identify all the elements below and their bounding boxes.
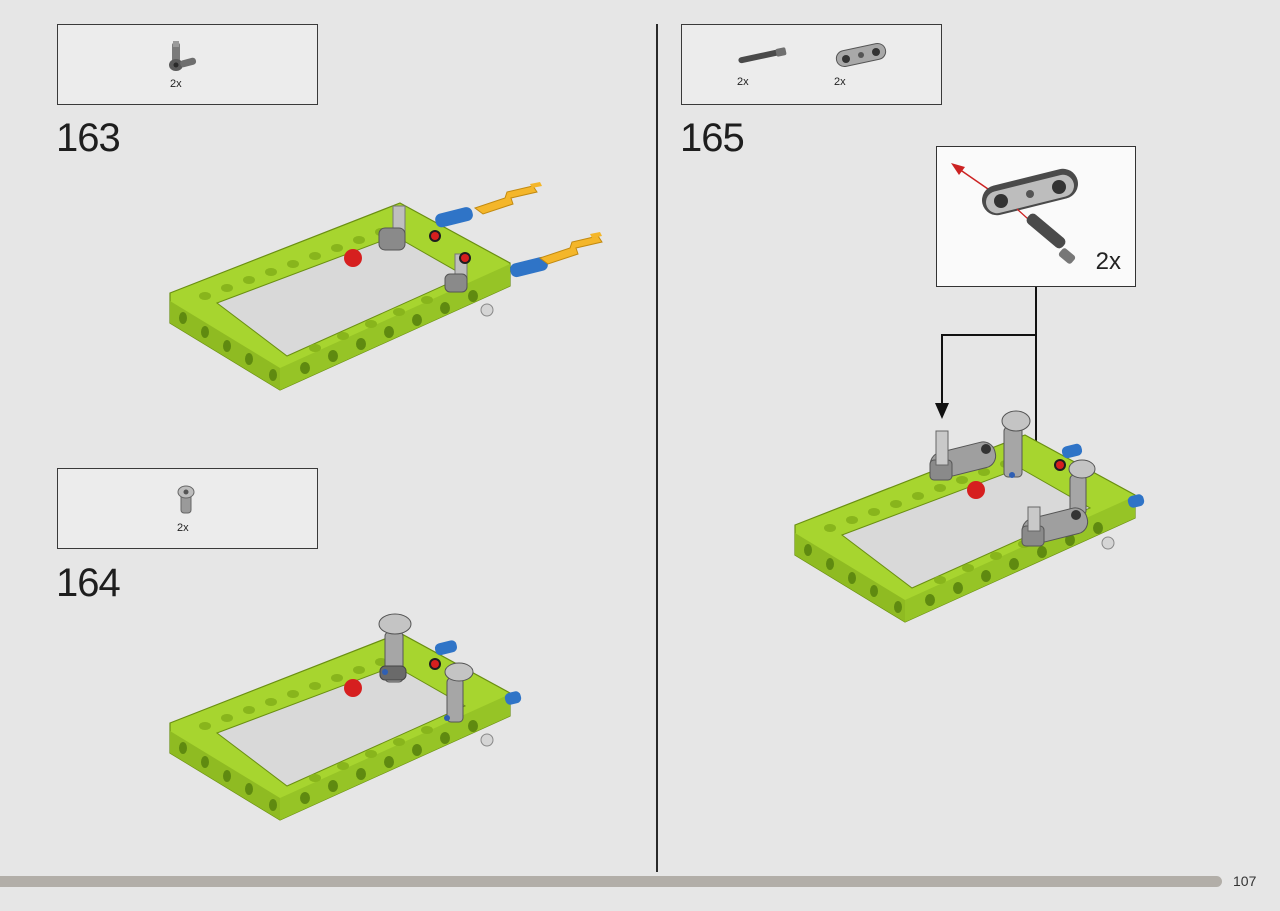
subassembly-callout: 2x: [936, 146, 1136, 287]
callout-qty: 2x: [1095, 248, 1121, 275]
step-165-assembly: [794, 287, 1145, 623]
insert-arrow: [473, 185, 538, 215]
blue-pin: [435, 207, 473, 228]
part-qty: 2x: [170, 78, 182, 90]
axle-connector-icon: [169, 41, 197, 71]
step-number: 163: [56, 116, 121, 160]
part-qty: 2x: [737, 76, 749, 88]
step-number: 165: [680, 116, 745, 160]
red-pin: [967, 481, 985, 499]
step-number: 164: [56, 561, 121, 605]
axle-pin-icon: [738, 47, 787, 64]
page-number: 107: [1233, 873, 1257, 889]
red-pin: [344, 679, 362, 697]
page-footer-bar: [0, 876, 1222, 887]
page-divider: [656, 24, 658, 872]
subassembly-detail: [951, 163, 1078, 264]
step-164-assembly: [169, 613, 522, 821]
parts-box-step-163: 2x: [57, 24, 318, 105]
angle-connector-icon: [177, 485, 195, 514]
step-163-assembly: [169, 182, 603, 391]
part-qty: 2x: [834, 76, 846, 88]
part-qty: 2x: [177, 522, 189, 534]
double-cross-block-icon: [835, 42, 887, 68]
red-pin: [344, 249, 362, 267]
parts-box-step-165: 2x 2x: [681, 24, 942, 105]
parts-box-step-164: 2x: [57, 468, 318, 549]
